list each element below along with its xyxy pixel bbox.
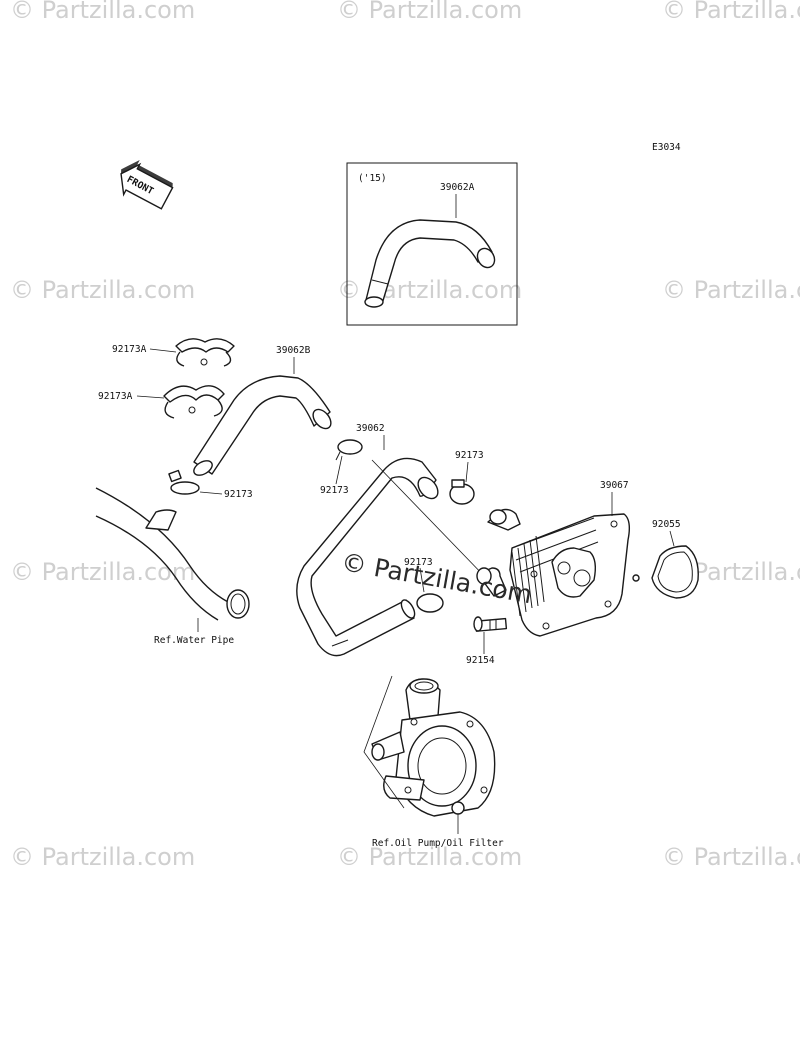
watermark: © Partzilla.com: [337, 843, 522, 871]
part-label-92173-lower-mid: 92173: [404, 557, 433, 568]
ref-water-pipe: Ref.Water Pipe: [154, 635, 234, 646]
part-label-92173-center-left: 92173: [320, 485, 349, 496]
diagram-code: E3034: [652, 142, 681, 153]
part-label-92173-left: 92173: [224, 489, 253, 500]
part-label-39062: 39062: [356, 423, 385, 434]
watermark: © Partzilla.com: [662, 0, 800, 24]
hose-39062b: [193, 375, 331, 475]
bolt-92154: [473, 616, 508, 632]
part-label-39067: 39067: [600, 480, 629, 491]
o-ring-92055: [651, 545, 699, 599]
oil-pump: [371, 678, 496, 817]
watermark: © Partzilla.com: [337, 276, 522, 304]
watermark: © Partzilla.com: [337, 0, 522, 24]
clamp-92173a-top: [175, 338, 235, 367]
part-label-92173a-top: 92173A: [112, 344, 147, 355]
watermark: © Partzilla.com: [662, 843, 800, 871]
part-label-92173a-bottom: 92173A: [98, 391, 133, 402]
clamp-92173a-bottom: [163, 385, 225, 419]
water-pipe: [95, 487, 250, 621]
clamp-92173-top-right: [449, 479, 475, 505]
front-arrow: FRONT: [120, 159, 174, 210]
part-label-39062b: 39062B: [276, 345, 311, 356]
ref-oil-pump-oil-filter: Ref.Oil Pump/Oil Filter: [372, 838, 504, 849]
part-label-39062a: 39062A: [440, 182, 475, 193]
clamp-92173-lower-mid: [416, 593, 444, 613]
inset-year-label: ('15): [358, 173, 387, 184]
oil-cooler-39067: [476, 508, 640, 637]
part-label-92154: 92154: [466, 655, 495, 666]
watermark: © Partzilla.com: [10, 558, 195, 586]
watermark: © Partzilla.com: [10, 0, 195, 24]
clamp-92173-center-left: [335, 439, 363, 461]
clamp-92173-left: [168, 469, 200, 495]
watermark: © Partzilla.com: [10, 276, 195, 304]
part-label-92173-top-right: 92173: [455, 450, 484, 461]
watermark: © Partzilla.com: [662, 276, 800, 304]
part-label-92055: 92055: [652, 519, 681, 530]
inset-box-2015: ('15) 39062A: [346, 162, 518, 326]
watermark: © Partzilla.com: [10, 843, 195, 871]
